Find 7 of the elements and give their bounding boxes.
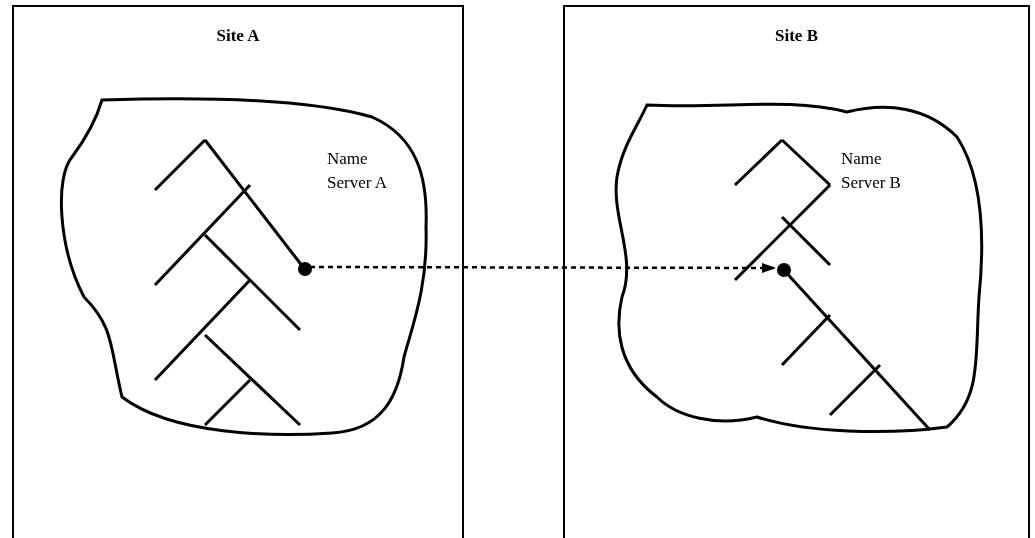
site-title: Site A [216,25,260,47]
server-label: Name Server A [327,148,388,194]
server-label: Name Server B [841,148,902,194]
dashed-arrow [310,262,776,273]
site-frame [12,5,464,538]
site-frame [563,5,1030,538]
site-title: Site B [775,25,818,47]
